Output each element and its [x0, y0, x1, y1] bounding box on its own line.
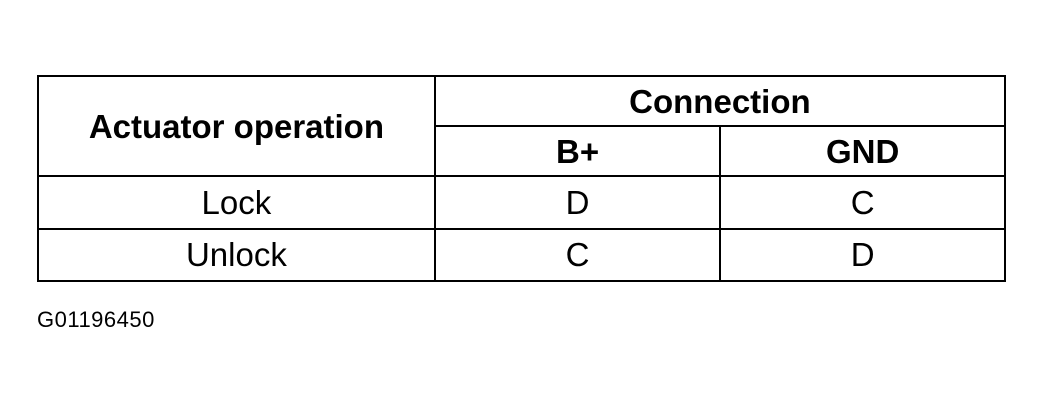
- table-row: Lock D C: [37, 175, 1006, 230]
- actuator-operation-header: Actuator operation: [37, 75, 436, 177]
- gnd-header: GND: [719, 125, 1006, 177]
- b-plus-cell: D: [433, 175, 722, 230]
- connection-header: Connection: [433, 75, 1007, 127]
- figure-id-label: G01196450: [37, 307, 155, 332]
- gnd-cell: C: [719, 175, 1006, 230]
- table-row: Unlock C D: [37, 227, 1006, 282]
- b-plus-header: B+: [433, 125, 722, 177]
- header-row-sub: B+ GND: [38, 125, 1006, 177]
- header-row-top: Actuator operation Connection: [37, 75, 1007, 177]
- gnd-cell: D: [719, 227, 1006, 282]
- b-plus-cell: C: [433, 227, 722, 282]
- operation-cell: Unlock: [37, 227, 436, 282]
- actuator-connection-table: Actuator operation Connection B+ GND Loc…: [37, 75, 1007, 282]
- operation-cell: Lock: [37, 175, 436, 230]
